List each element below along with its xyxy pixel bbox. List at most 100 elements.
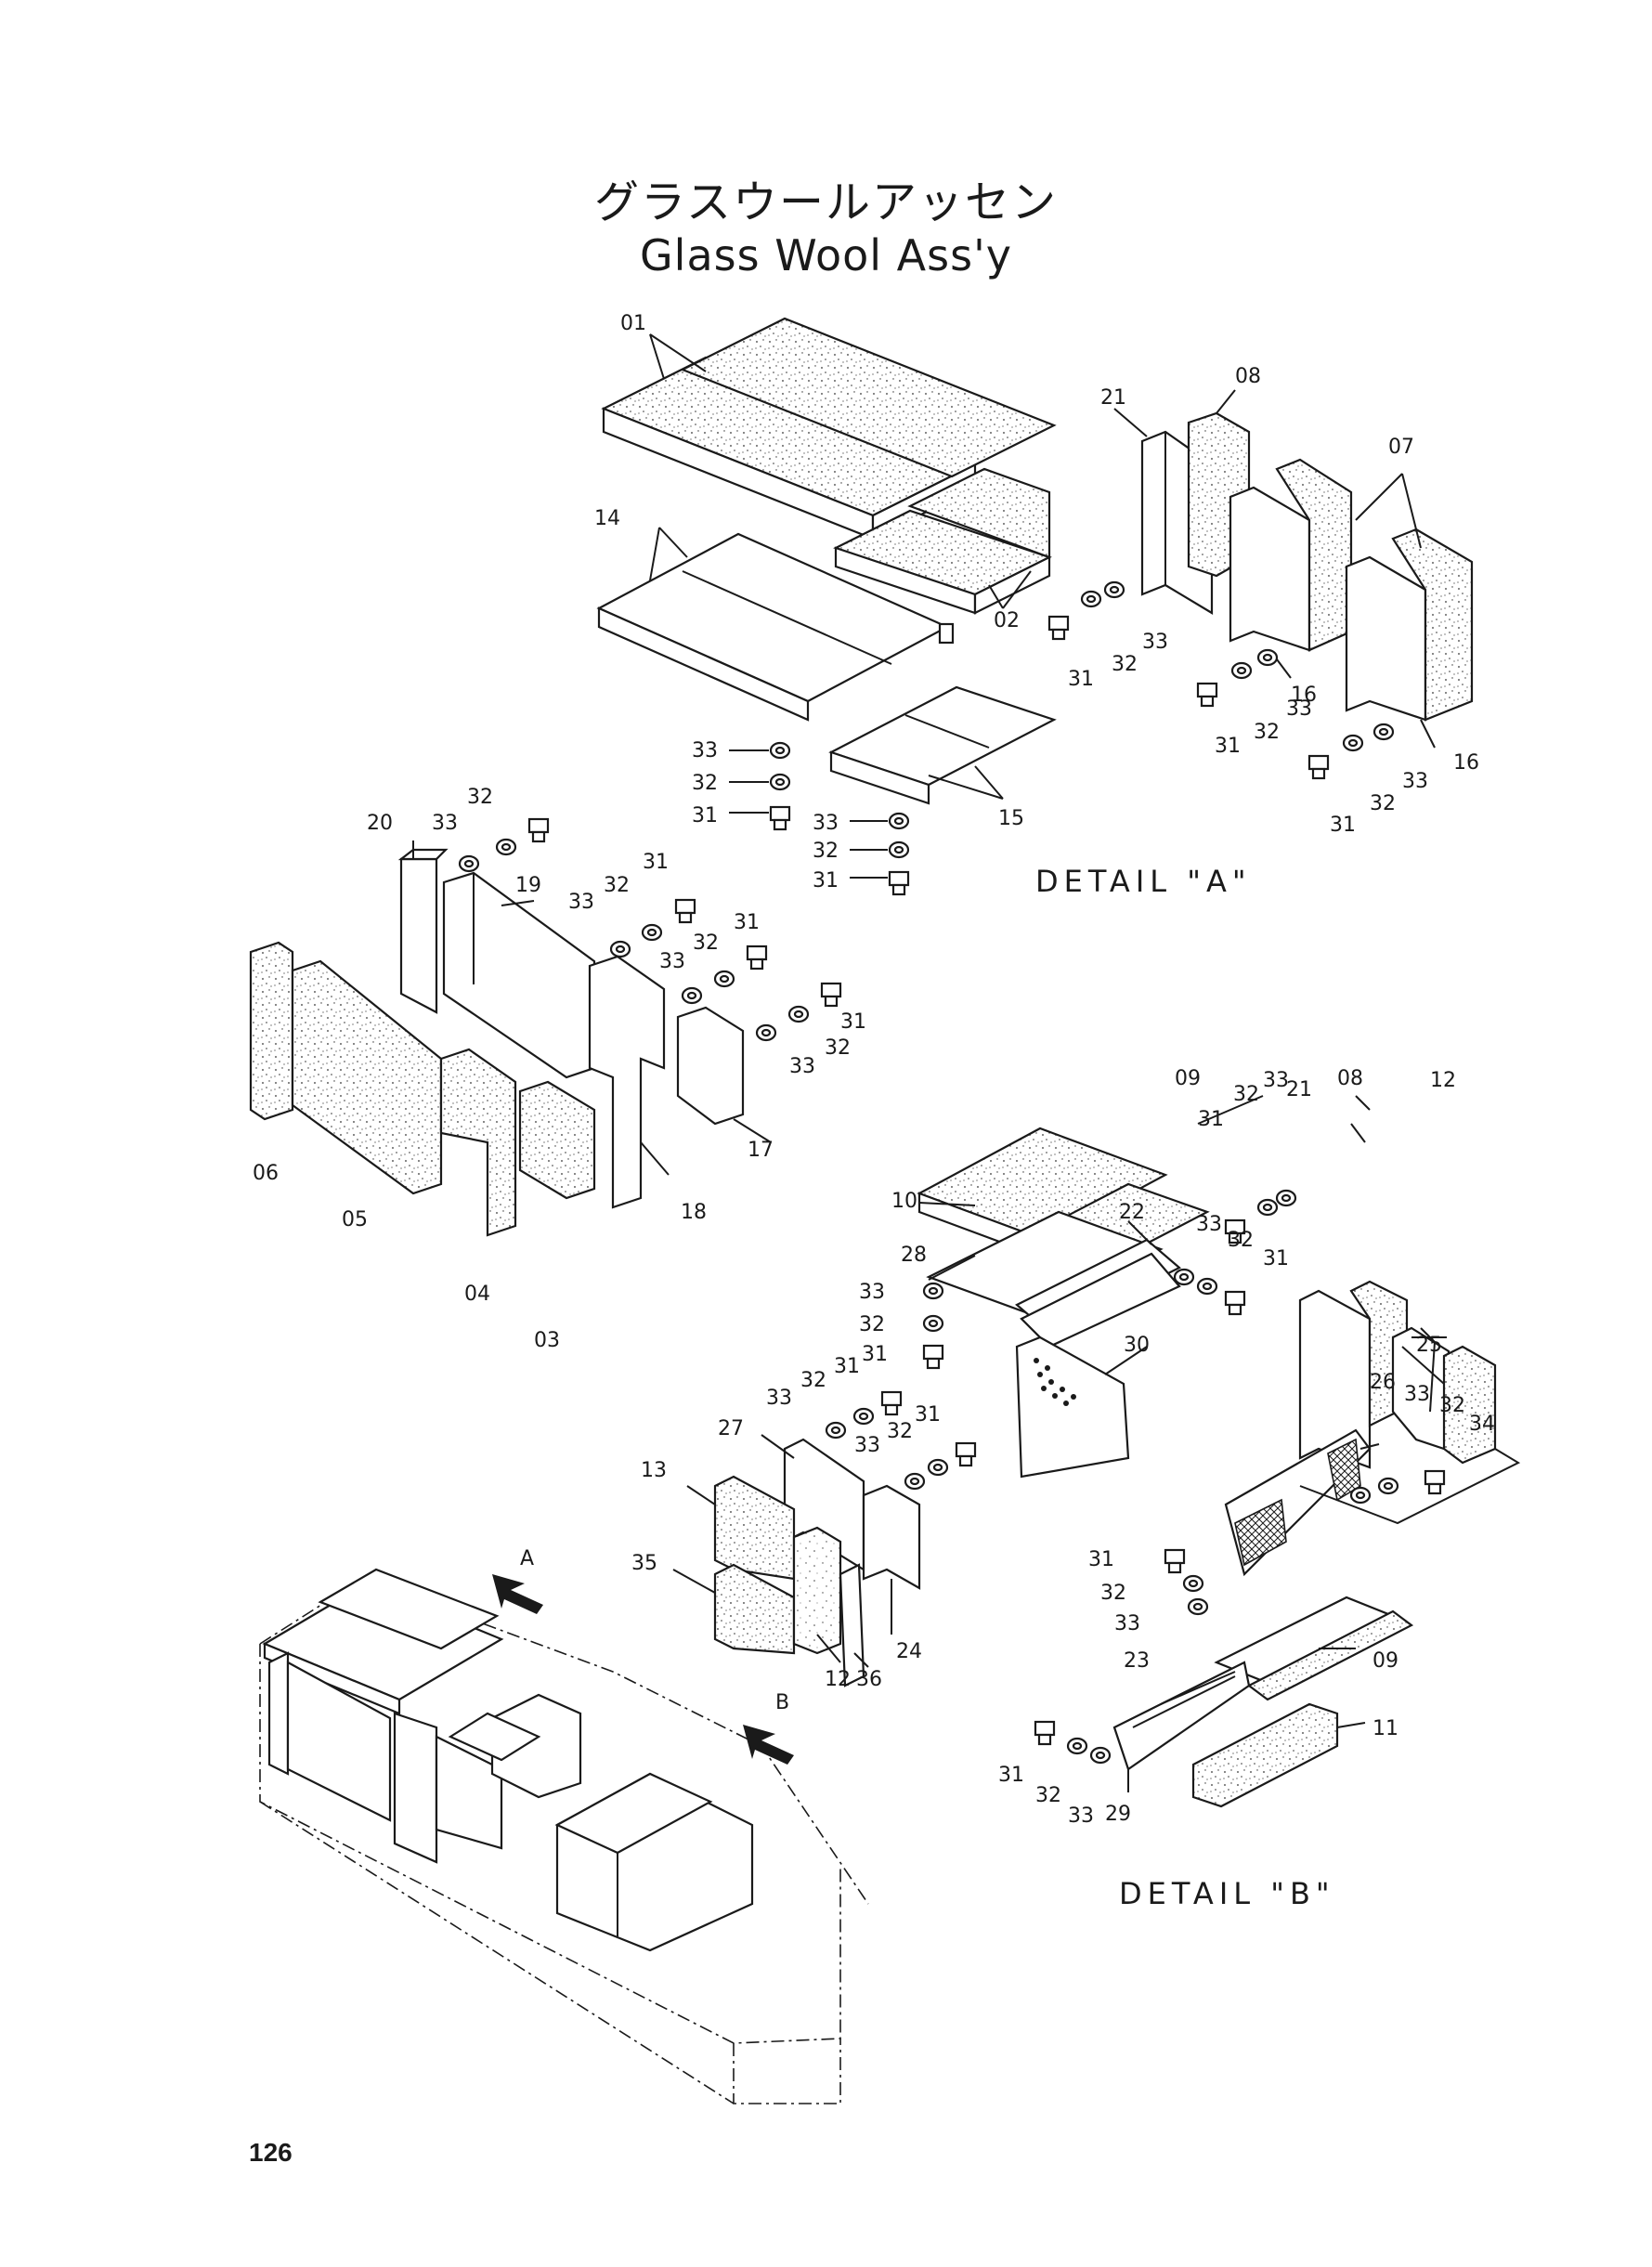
label-32-e: 32: [813, 840, 839, 863]
label-31-h: 31: [734, 911, 760, 934]
leader-lines: [412, 333, 1447, 1792]
label-31-e: 31: [813, 869, 839, 892]
label-33-m: 33: [766, 1387, 792, 1410]
label-25: 25: [1416, 1334, 1442, 1357]
tray-15: [828, 685, 1057, 805]
label-31-k: 31: [1263, 1247, 1289, 1270]
label-35: 35: [631, 1552, 657, 1575]
label-15: 15: [998, 807, 1024, 830]
label-19: 19: [515, 874, 541, 897]
label-08-b: 08: [1337, 1067, 1363, 1090]
pad-02: [833, 467, 1052, 615]
view-arrow-a: A: [492, 1547, 543, 1614]
detail-a-label: DETAIL "A": [1035, 864, 1252, 899]
label-16-a: 16: [1291, 684, 1317, 707]
label-05: 05: [342, 1208, 368, 1231]
label-31-l: 31: [862, 1343, 888, 1366]
label-31-j: 31: [1198, 1108, 1224, 1131]
label-23: 23: [1124, 1649, 1150, 1673]
detail-b-label: DETAIL "B": [1119, 1876, 1335, 1911]
label-02: 02: [994, 609, 1020, 632]
wool-05: [291, 959, 443, 1195]
bracket-20: [397, 848, 449, 1014]
label-33-n: 33: [854, 1434, 880, 1457]
wool-06: [249, 941, 294, 1121]
page-number: 126: [249, 2138, 293, 2167]
label-32-i: 32: [825, 1036, 851, 1060]
pad-01-right: [680, 317, 1057, 478]
view-arrow-b-label: B: [775, 1691, 789, 1714]
label-14: 14: [594, 507, 620, 530]
label-33-i: 33: [789, 1055, 815, 1078]
label-33-h: 33: [659, 950, 685, 973]
label-31-g: 31: [643, 851, 669, 874]
wool-04: [439, 1048, 517, 1237]
label-22: 22: [1119, 1201, 1145, 1224]
label-32-f: 32: [467, 786, 493, 809]
label-33-c: 33: [1402, 770, 1428, 793]
label-03: 03: [534, 1329, 560, 1352]
label-32-j: 32: [1233, 1083, 1259, 1106]
label-32-g: 32: [604, 874, 630, 897]
label-33-f: 33: [432, 812, 458, 835]
label-27: 27: [718, 1417, 744, 1440]
wool-35: [713, 1563, 796, 1655]
label-32-p: 32: [1100, 1582, 1126, 1605]
label-31-d: 31: [692, 804, 718, 827]
wool-12-b: [792, 1526, 842, 1655]
cover-30: [1015, 1335, 1130, 1479]
label-01: 01: [620, 312, 646, 335]
label-32-d: 32: [692, 772, 718, 795]
label-31-n: 31: [915, 1403, 941, 1427]
label-20: 20: [367, 812, 393, 835]
label-32-l: 32: [859, 1313, 885, 1336]
label-32-n: 32: [887, 1420, 913, 1443]
view-arrow-b: B: [743, 1691, 794, 1765]
label-07: 07: [1388, 436, 1414, 459]
label-33-j: 33: [1263, 1069, 1289, 1092]
part-labels: 01 02 03 04 05 06 07 08 21 14 15 16 16 3…: [253, 312, 1495, 1828]
label-31-q: 31: [998, 1764, 1024, 1787]
label-32-k: 32: [1228, 1229, 1254, 1252]
panel-21-b: [1298, 1289, 1372, 1469]
label-08: 08: [1235, 365, 1261, 388]
label-33-e: 33: [813, 812, 839, 835]
view-arrow-a-label: A: [520, 1547, 534, 1570]
label-29: 29: [1105, 1803, 1131, 1826]
label-32-c: 32: [1370, 792, 1396, 815]
label-31-b: 31: [1215, 735, 1241, 758]
label-21-b: 21: [1286, 1078, 1312, 1101]
label-31-c: 31: [1330, 814, 1356, 837]
title-japanese: グラスウールアッセン: [593, 176, 1059, 228]
label-28: 28: [901, 1244, 927, 1267]
label-32-o: 32: [1439, 1394, 1465, 1417]
label-34: 34: [1469, 1413, 1495, 1436]
label-33-b: 33: [1286, 697, 1312, 721]
label-31-p: 31: [1088, 1548, 1114, 1571]
machine-overview: [259, 1568, 869, 2104]
bracket-18: [588, 955, 666, 1209]
label-18: 18: [681, 1201, 707, 1224]
plate-28-22: [926, 1210, 1181, 1348]
label-24: 24: [896, 1640, 922, 1663]
wool-11: [1191, 1702, 1339, 1808]
label-32-q: 32: [1035, 1784, 1061, 1807]
label-32-b: 32: [1254, 721, 1280, 744]
label-16-b: 16: [1453, 751, 1479, 775]
label-31-m: 31: [834, 1355, 860, 1378]
tray-14: [596, 532, 955, 722]
label-11: 11: [1372, 1717, 1398, 1740]
label-33-l: 33: [859, 1281, 885, 1304]
label-21: 21: [1100, 386, 1126, 410]
label-09-b: 09: [1372, 1649, 1398, 1673]
label-17: 17: [748, 1139, 774, 1162]
label-33-k: 33: [1196, 1213, 1222, 1236]
wool-13: [713, 1475, 796, 1581]
label-33-p: 33: [1114, 1612, 1140, 1635]
bracket-24: [862, 1484, 921, 1590]
label-36: 36: [856, 1668, 882, 1691]
label-13: 13: [641, 1459, 667, 1482]
title-english: Glass Wool Ass'y: [640, 230, 1012, 280]
